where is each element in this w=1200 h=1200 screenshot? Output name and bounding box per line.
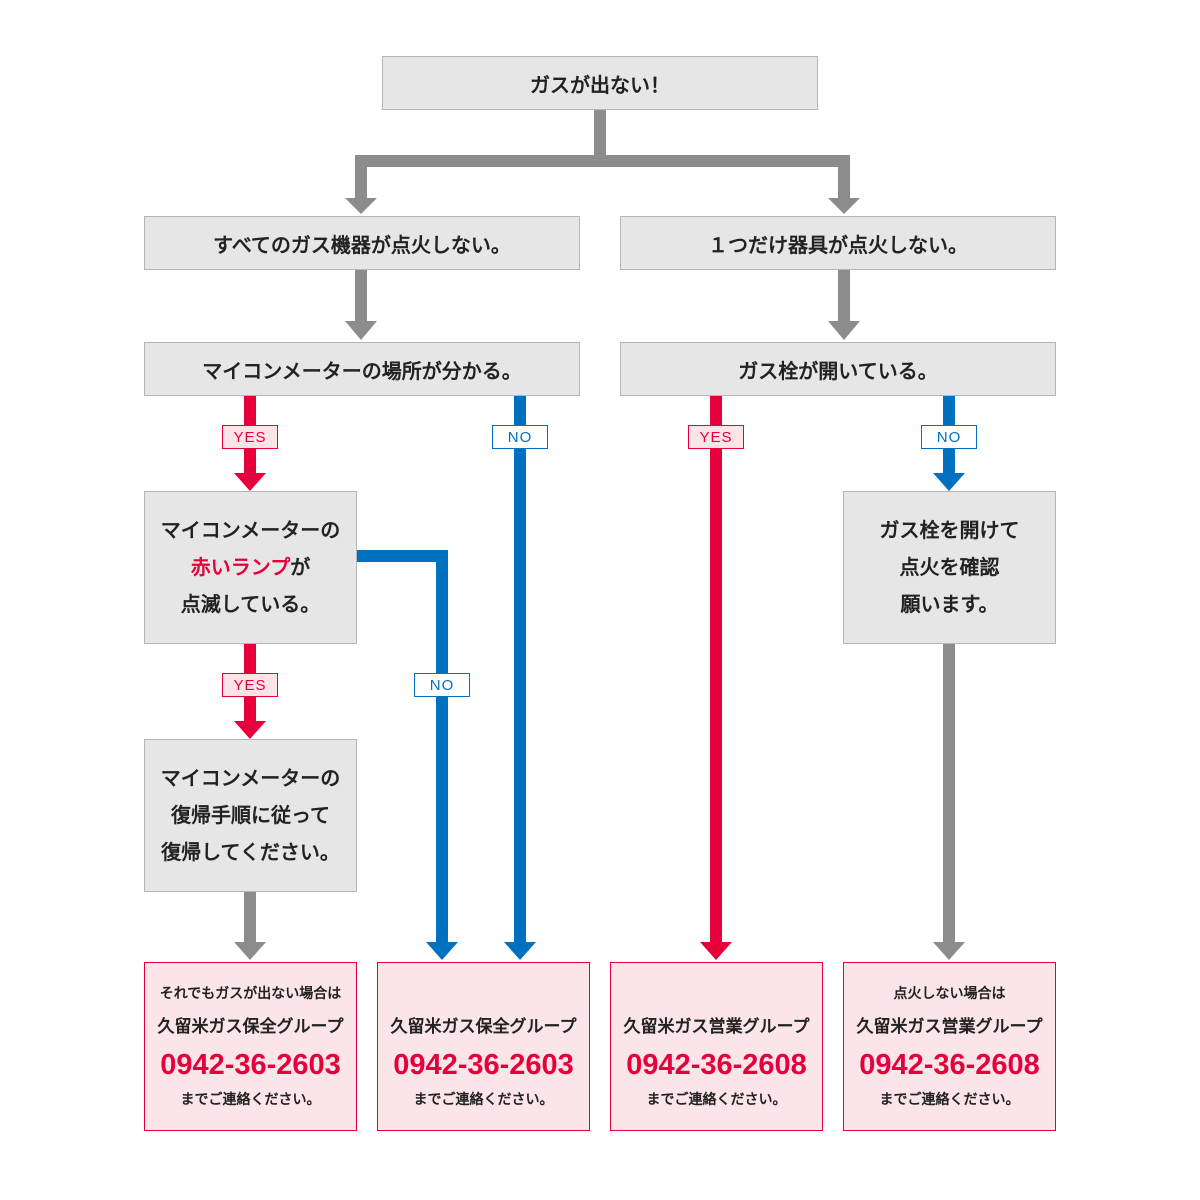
blue-connectors — [357, 396, 955, 943]
lamp-question-line1: マイコンメーターの — [160, 518, 341, 542]
arrow-to-contact-1 — [234, 942, 266, 960]
blue-arrowheads — [426, 473, 965, 960]
contact-2-phone[interactable]: 0942-36-2603 — [393, 1048, 574, 1081]
arrow-to-all-appliances — [345, 198, 377, 214]
yes-tag-meter-known: YES — [222, 425, 278, 449]
lamp-question-line2-rest: が — [290, 555, 311, 579]
contact-box-3: 久留米ガス営業グループ 0942-36-2608 までご連絡ください。 — [610, 962, 823, 1131]
all-appliances-box: すべてのガス機器が点火しない。 — [144, 216, 580, 270]
no-tag-meter-unknown: NO — [492, 425, 548, 449]
contact-box-1: それでもガスが出ない場合は 久留米ガス保全グループ 0942-36-2603 ま… — [144, 962, 357, 1131]
contact-1-note: までご連絡ください。 — [180, 1091, 321, 1108]
contact-2-note: までご連絡ください。 — [413, 1091, 554, 1108]
lamp-question-line3: 点滅している。 — [180, 592, 321, 616]
contact-3-note: までご連絡ください。 — [646, 1091, 787, 1108]
arrow-to-meter-location — [345, 321, 377, 340]
valve-open-label: ガス栓が開いている。 — [738, 358, 938, 383]
lamp-question-line2: 赤いランプが — [191, 549, 310, 586]
no-tag-valve-closed: NO — [921, 425, 977, 449]
contact-3-group: 久留米ガス営業グループ — [623, 1016, 810, 1037]
arrow-to-contact-4 — [933, 942, 965, 960]
contact-4-condition: 点火しない場合は — [893, 985, 1006, 1002]
contact-2-group: 久留米ガス保全グループ — [390, 1016, 577, 1037]
all-appliances-label: すべてのガス機器が点火しない。 — [213, 232, 511, 257]
contact-box-2: 久留米ガス保全グループ 0942-36-2603 までご連絡ください。 — [377, 962, 590, 1131]
reset-step-line1: マイコンメーターの — [160, 766, 341, 790]
contact-4-phone[interactable]: 0942-36-2608 — [859, 1048, 1040, 1081]
arrow-no-to-open-step — [933, 473, 965, 491]
gray-connectors — [244, 110, 955, 943]
contact-1-condition: それでもガスが出ない場合は — [159, 985, 342, 1002]
valve-open-box: ガス栓が開いている。 — [620, 342, 1056, 396]
open-valve-line3: 願います。 — [900, 592, 999, 616]
contact-box-4: 点火しない場合は 久留米ガス営業グループ 0942-36-2608 までご連絡く… — [843, 962, 1056, 1131]
reset-step-line3: 復帰してください。 — [161, 840, 340, 864]
reset-step-line2: 復帰手順に従って — [171, 803, 330, 827]
open-valve-line2: 点火を確認 — [899, 555, 1000, 579]
arrow-to-valve-open — [828, 321, 860, 340]
red-arrowheads — [234, 473, 732, 960]
arrow-no-to-contact-2-right — [504, 942, 536, 960]
contact-1-phone[interactable]: 0942-36-2603 — [160, 1048, 341, 1081]
red-lamp-highlight: 赤いランプ — [190, 555, 291, 579]
open-valve-line1: ガス栓を開けて — [879, 518, 1020, 542]
reset-step-box: マイコンメーターの 復帰手順に従って 復帰してください。 — [144, 739, 357, 892]
contact-4-note: までご連絡ください。 — [879, 1091, 1020, 1108]
arrow-yes-to-reset-step — [234, 721, 266, 739]
one-appliance-label: １つだけ器具が点火しない。 — [708, 232, 968, 257]
open-valve-step-box: ガス栓を開けて 点火を確認 願います。 — [843, 491, 1056, 644]
arrow-no-to-contact-2-left — [426, 942, 458, 960]
no-tag-lamp-not-blinking: NO — [414, 673, 470, 697]
gray-arrowheads — [234, 198, 965, 960]
yes-tag-lamp-blinking: YES — [222, 673, 278, 697]
lamp-question-box: マイコンメーターの 赤いランプが 点滅している。 — [144, 491, 357, 644]
contact-4-group: 久留米ガス営業グループ — [856, 1016, 1043, 1037]
top-box-no-gas: ガスが出ない！ — [382, 56, 818, 110]
top-box-label: ガスが出ない！ — [530, 72, 670, 97]
arrow-yes-to-lamp-question — [234, 473, 266, 491]
yes-tag-valve-open: YES — [688, 425, 744, 449]
one-appliance-box: １つだけ器具が点火しない。 — [620, 216, 1056, 270]
meter-location-box: マイコンメーターの場所が分かる。 — [144, 342, 580, 396]
arrow-to-one-appliance — [828, 198, 860, 214]
arrow-yes-to-contact-3 — [700, 942, 732, 960]
contact-1-group: 久留米ガス保全グループ — [157, 1016, 344, 1037]
meter-location-label: マイコンメーターの場所が分かる。 — [202, 358, 522, 383]
contact-3-phone[interactable]: 0942-36-2608 — [626, 1048, 807, 1081]
